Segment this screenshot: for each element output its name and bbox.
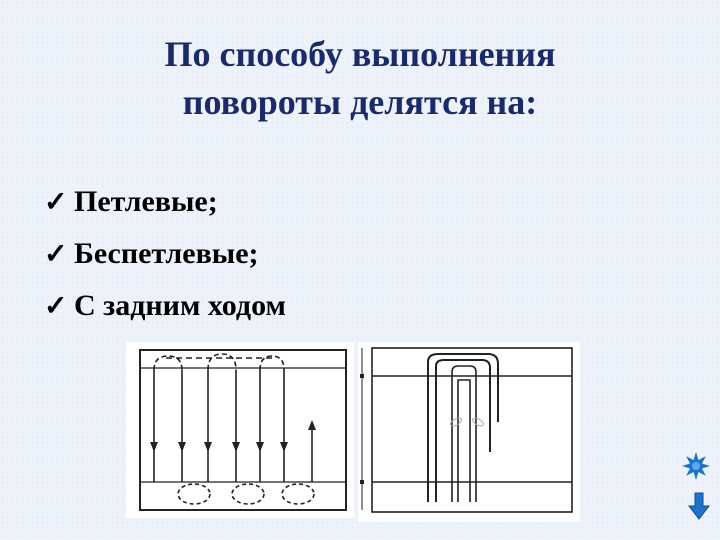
bullet-text: С задним ходом <box>74 289 286 322</box>
bullet-text: Петлевые; <box>74 185 218 218</box>
title-line-2: повороты делятся на: <box>182 82 538 122</box>
bullet-item: ✓ Беспетлевые; <box>44 228 286 280</box>
loopless-turns-diagram <box>358 342 580 522</box>
title-line-1: По способу выполнения <box>164 34 556 74</box>
arrow-down-icon[interactable] <box>688 492 710 520</box>
checkmark-icon: ✓ <box>44 291 68 322</box>
checkmark-icon: ✓ <box>44 239 68 270</box>
slide-title: По способу выполнения повороты делятся н… <box>60 30 660 126</box>
bullet-text: Беспетлевые; <box>74 237 259 270</box>
bullet-item: ✓ С задним ходом <box>44 280 286 332</box>
sun-star-icon[interactable] <box>682 452 710 480</box>
loop-turns-diagram <box>126 342 354 518</box>
bullet-item: ✓ Петлевые; <box>44 176 286 228</box>
bullet-list: ✓ Петлевые; ✓ Беспетлевые; ✓ С задним хо… <box>44 176 286 332</box>
checkmark-icon: ✓ <box>44 187 68 218</box>
